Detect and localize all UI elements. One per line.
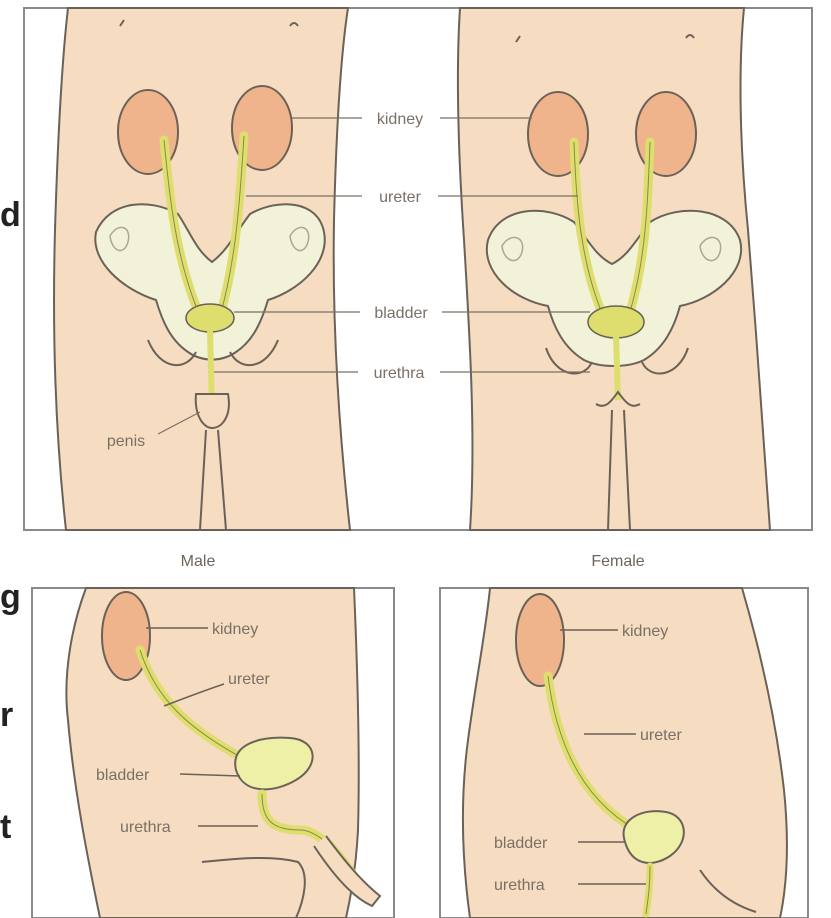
side-male-label-kidney: kidney <box>212 621 258 638</box>
label-bladder: bladder <box>374 305 428 322</box>
female-bladder <box>588 306 644 338</box>
side-male-label-urethra: urethra <box>120 819 171 836</box>
side-female-label-ureter: ureter <box>640 727 682 744</box>
edge-letter-t: t <box>0 808 11 846</box>
caption-female: Female <box>591 553 644 570</box>
female-urethra <box>616 336 618 400</box>
male-bladder <box>186 304 234 332</box>
edge-letter-r: r <box>0 696 13 734</box>
male-side-view-panel: kidney ureter bladder urethra <box>32 588 394 918</box>
side-female-label-urethra: urethra <box>494 877 545 894</box>
label-ureter: ureter <box>379 189 421 206</box>
caption-male: Male <box>181 553 216 570</box>
label-urethra: urethra <box>374 365 425 382</box>
side-female-label-bladder: bladder <box>494 835 548 852</box>
side-male-label-ureter: ureter <box>228 671 270 688</box>
side-female-label-kidney: kidney <box>622 623 668 640</box>
label-kidney: kidney <box>377 111 423 128</box>
label-penis: penis <box>107 433 145 450</box>
female-side-view-panel: kidney ureter bladder urethra <box>440 588 808 918</box>
front-view-panel: kidney ureter bladder urethra penis <box>24 8 812 530</box>
side-male-label-bladder: bladder <box>96 767 150 784</box>
female-side-kidney <box>516 594 564 686</box>
edge-letter-d: d <box>0 196 21 234</box>
edge-letter-g: g <box>0 578 21 616</box>
